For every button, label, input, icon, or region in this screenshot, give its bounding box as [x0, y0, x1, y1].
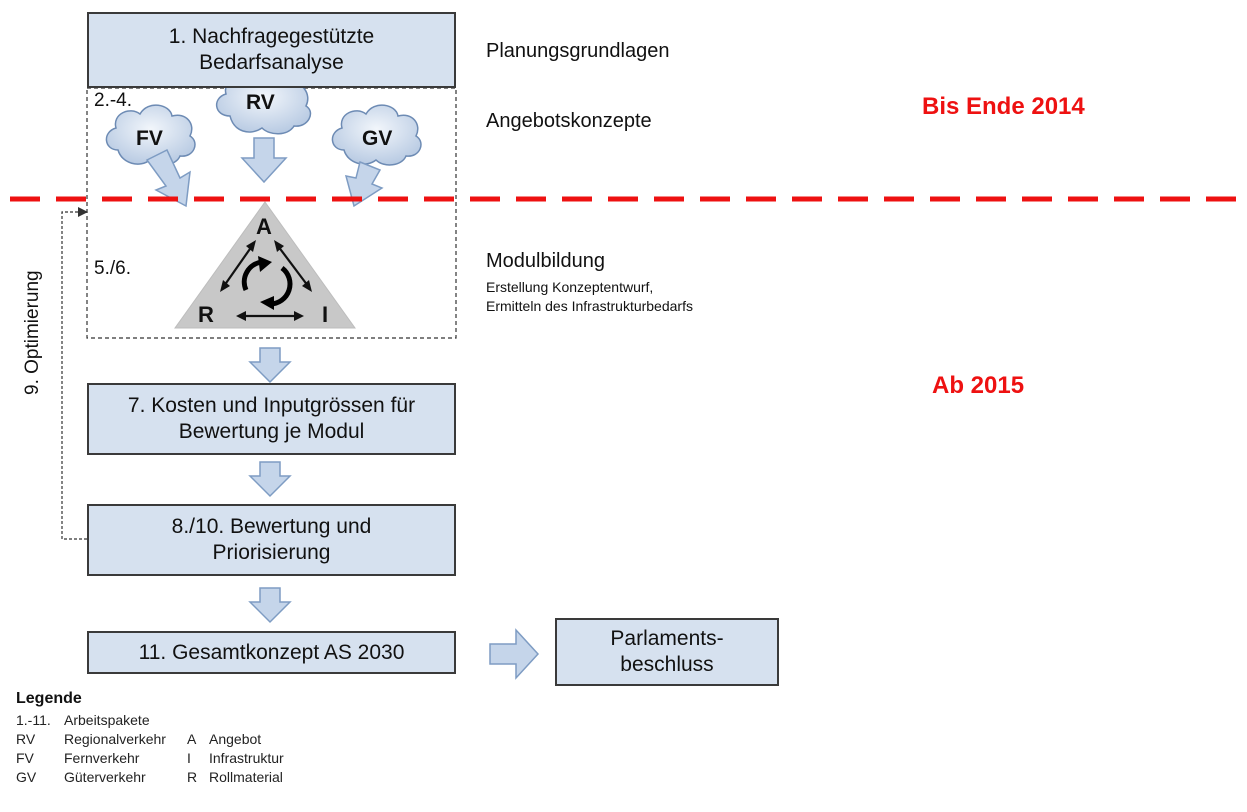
step-2-4-label: 2.-4. — [94, 90, 133, 111]
legend-text-2: Infrastruktur — [209, 750, 284, 766]
cloud-rv-label: RV — [246, 91, 275, 114]
cloud-gv — [331, 104, 422, 166]
step-7-box: 7. Kosten und Inputgrössen für Bewertung… — [87, 383, 456, 455]
arrow-down-2 — [248, 461, 292, 498]
legend-abbr: 1.-11. — [16, 712, 51, 728]
step-11-box: 11. Gesamtkonzept AS 2030 — [87, 631, 456, 674]
legend-text-2: Rollmaterial — [209, 769, 283, 785]
legend-row: 1.-11. Arbeitspakete — [16, 712, 292, 731]
arrow-down-3 — [248, 587, 292, 624]
legend-text-2: Angebot — [209, 731, 262, 747]
timeline-from-2015: Ab 2015 — [932, 372, 1025, 399]
legend: Legende 1.-11. Arbeitspakete RV Regional… — [16, 690, 292, 788]
arrow-right-parliament — [489, 628, 540, 680]
legend-table: 1.-11. Arbeitspakete RV Regionalverkehr … — [16, 712, 292, 788]
legend-text-2 — [209, 712, 292, 731]
timeline-until-2014: Bis Ende 2014 — [922, 93, 1085, 120]
triangle-label-i: I — [322, 302, 329, 327]
cloud-gv-label: GV — [362, 127, 393, 150]
arrow-fv — [145, 148, 191, 208]
planning-label: Planungsgrundlagen — [486, 40, 670, 62]
legend-row: RV Regionalverkehr A Angebot — [16, 731, 292, 750]
step-8-10-box: 8./10. Bewertung und Priorisierung — [87, 504, 456, 576]
arrow-down-1 — [248, 347, 292, 384]
offers-label: Angebotskonzepte — [486, 110, 652, 132]
legend-text: Güterverkehr — [64, 769, 146, 785]
step-1-box: 1. Nachfragegestützte Bedarfsanalyse — [87, 12, 456, 88]
legend-row: GV Güterverkehr R Rollmaterial — [16, 769, 292, 788]
parliament-box: Parlaments- beschluss — [555, 618, 779, 686]
step-5-6-label: 5./6. — [94, 258, 131, 279]
triangle-label-a: A — [256, 214, 272, 239]
modules-label: Modulbildung — [486, 250, 605, 272]
optimization-loop-arrowhead — [78, 207, 88, 217]
triangle-arrows — [220, 240, 312, 321]
legend-title: Legende — [16, 690, 82, 707]
legend-row: FV Fernverkehr I Infrastruktur — [16, 750, 292, 769]
cycle-icon — [241, 259, 293, 307]
optimization-label: 9. Optimierung — [22, 270, 43, 395]
legend-abbr-2 — [187, 712, 209, 731]
legend-abbr-2: R — [187, 769, 198, 785]
legend-text: Arbeitspakete — [64, 712, 150, 728]
arrow-gv — [344, 160, 384, 208]
optimization-loop-line — [61, 211, 87, 540]
modules-sub-2: Ermitteln des Infrastrukturbedarfs — [486, 298, 693, 314]
legend-text: Regionalverkehr — [64, 731, 166, 747]
cycle-icon-heads — [258, 256, 274, 310]
legend-text: Fernverkehr — [64, 750, 140, 766]
arrow-rv — [240, 137, 288, 184]
legend-abbr-2: A — [187, 731, 197, 747]
legend-abbr: RV — [16, 731, 36, 747]
triangle-label-r: R — [198, 302, 214, 327]
legend-abbr: FV — [16, 750, 34, 766]
legend-abbr: GV — [16, 769, 37, 785]
cloud-fv-label: FV — [136, 127, 163, 150]
modules-sub-1: Erstellung Konzeptentwurf, — [486, 279, 654, 295]
legend-abbr-2: I — [187, 750, 191, 766]
